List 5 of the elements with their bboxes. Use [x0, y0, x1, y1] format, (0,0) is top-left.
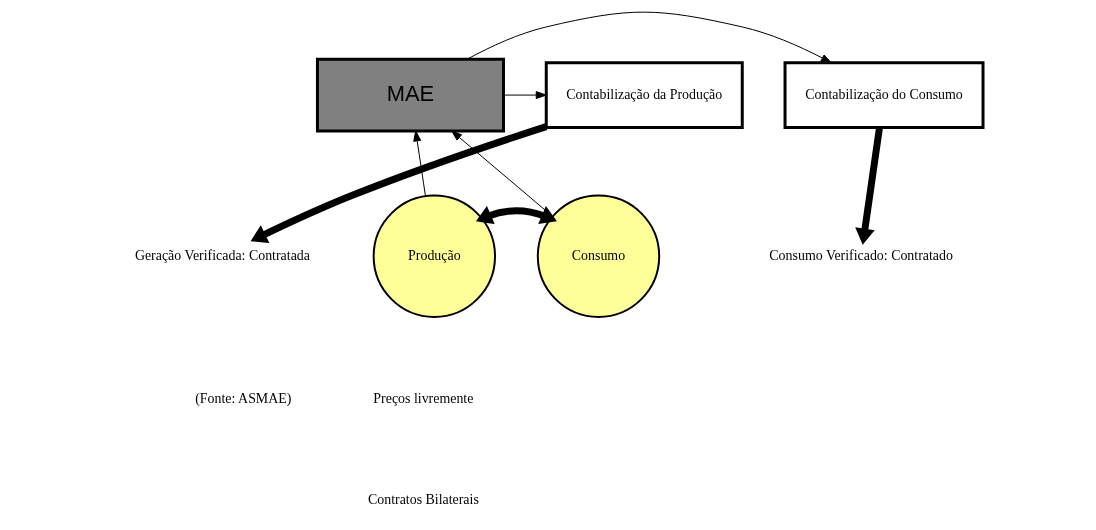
node-text: Consumo Verificado: Contratado	[768, 247, 953, 263]
label: Preços livremente	[372, 391, 473, 407]
label: Contratos Bilaterais	[367, 491, 479, 507]
label: (Fonte: ASMAE)	[194, 391, 291, 407]
node-text: Geração Verificada: Contratada	[134, 247, 310, 263]
